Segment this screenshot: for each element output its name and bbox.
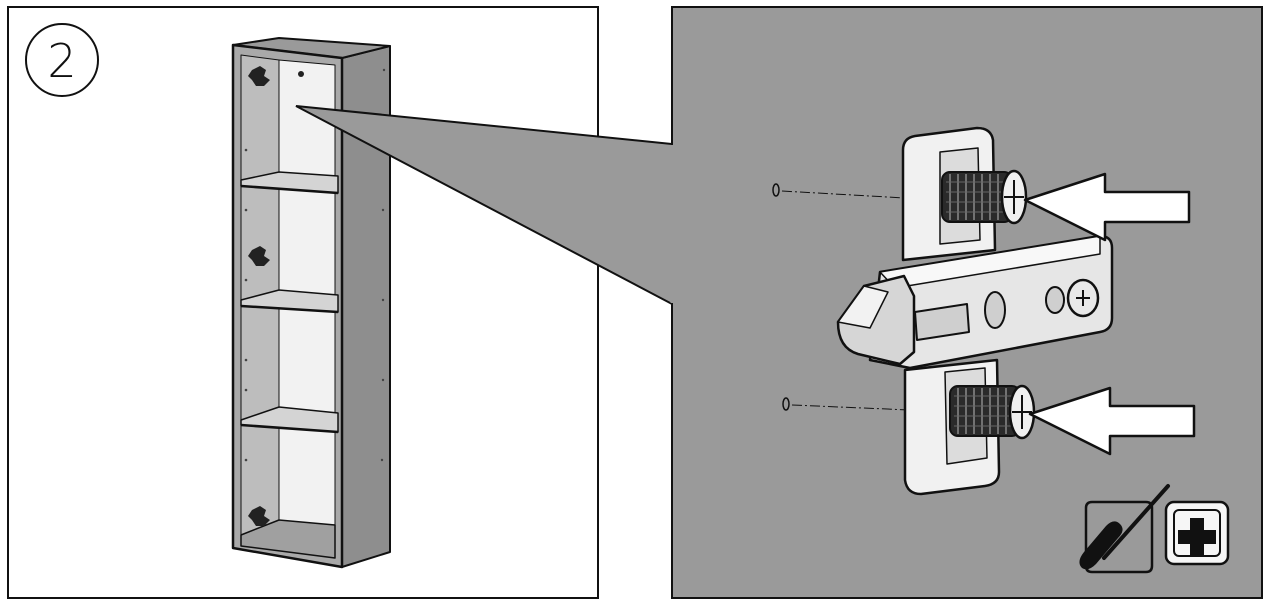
insert-arrow-top — [1023, 172, 1191, 242]
shelf — [240, 289, 339, 314]
shelf-pin-holes — [244, 68, 386, 462]
hinge-plate-mark — [248, 66, 270, 86]
mounting-screw-bottom — [949, 384, 1036, 440]
mounting-screw-top — [941, 169, 1028, 225]
hinge-plate-mark — [248, 506, 270, 526]
step-number-badge: 2 — [25, 23, 99, 97]
pilot-hole-bottom — [782, 397, 911, 411]
phillips-cross-icon — [1164, 500, 1230, 566]
shelf — [240, 171, 339, 195]
hinge-mounting-plate — [836, 126, 1114, 496]
screwdriver-icon — [1079, 484, 1170, 574]
screw-hole-mark — [298, 71, 304, 77]
detail-panel — [670, 6, 1263, 599]
hinge-plate-mark — [248, 246, 270, 266]
pilot-hole-top — [772, 183, 906, 199]
cabinet-bottom — [240, 519, 336, 559]
shelf — [240, 406, 339, 434]
overview-panel: 2 — [7, 6, 599, 599]
step-number: 2 — [47, 34, 76, 88]
cabinet-drawing — [231, 37, 391, 569]
insert-arrow-bottom — [1028, 386, 1196, 456]
step-number-circle — [25, 23, 99, 97]
